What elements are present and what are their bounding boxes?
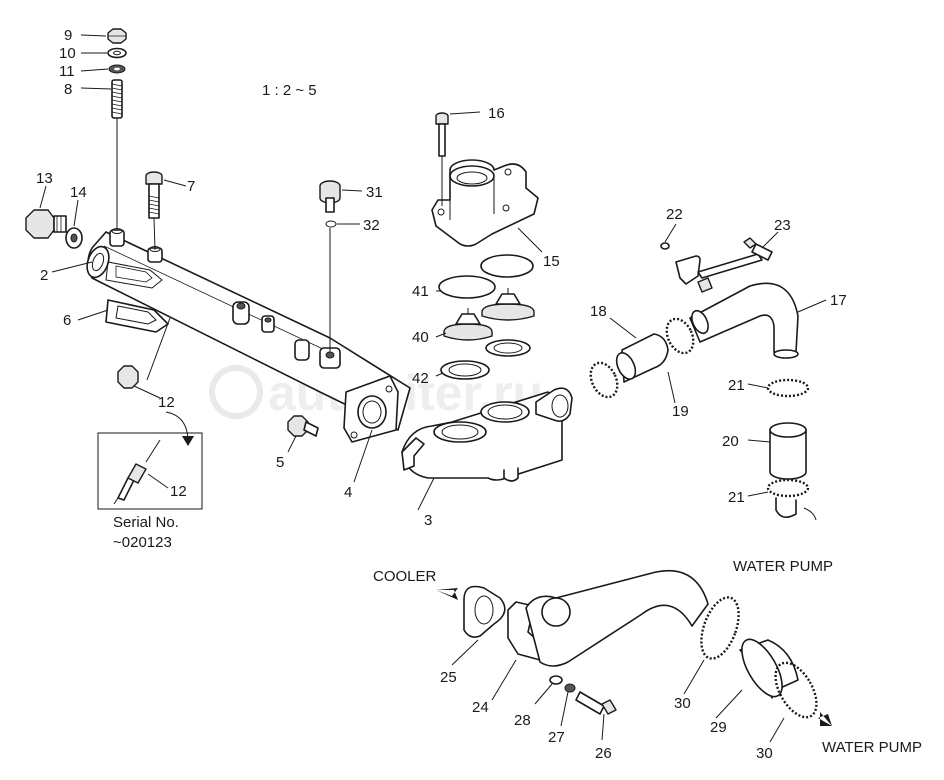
bolt-stack-lower [534, 675, 617, 741]
hose-20-assembly [747, 378, 817, 521]
lower-pipe-assembly [436, 570, 709, 701]
part-number-7: 7 [187, 178, 195, 195]
part-number-30-lower: 30 [756, 745, 773, 762]
serial-label: Serial No. [113, 514, 179, 531]
water-pump-label-upper: WATER PUMP [733, 558, 833, 575]
part-number-9: 9 [64, 27, 72, 44]
water-pump-label-lower: WATER PUMP [822, 739, 922, 756]
part-number-26: 26 [595, 745, 612, 762]
ratio-label: 1 : 2 ~ 5 [262, 82, 317, 99]
part-number-40: 40 [412, 329, 429, 346]
part-number-14: 14 [70, 184, 87, 201]
part-number-12: 12 [158, 394, 175, 411]
bolt-31 [319, 180, 363, 352]
part-number-11: 11 [59, 63, 75, 80]
pipe-17-assembly [660, 223, 827, 359]
stud-bolt-7 [145, 171, 187, 251]
part-number-24: 24 [472, 699, 489, 716]
part-number-12-inset: 12 [170, 483, 187, 500]
cap-nut-12 [117, 365, 161, 399]
part-number-29: 29 [710, 719, 727, 736]
part-number-28: 28 [514, 712, 531, 729]
part-number-15: 15 [543, 253, 560, 270]
part-number-22: 22 [666, 206, 683, 223]
part-number-32: 32 [363, 217, 380, 234]
part-number-41: 41 [412, 283, 429, 300]
part-number-13: 13 [36, 170, 53, 187]
part-number-4: 4 [344, 484, 352, 501]
part-number-21-lower: 21 [728, 489, 745, 506]
part-number-17: 17 [830, 292, 847, 309]
part-number-21-upper: 21 [728, 377, 745, 394]
part-number-3: 3 [424, 512, 432, 529]
serial-number: ~020123 [113, 534, 172, 551]
part-number-42: 42 [412, 370, 429, 387]
hose-18-assembly [589, 317, 695, 404]
bolt-5 [287, 415, 319, 453]
lower-hose-assembly [683, 596, 832, 743]
thermostat-housing [353, 387, 573, 511]
plug-bolt [25, 185, 83, 249]
part-number-23: 23 [774, 217, 791, 234]
part-number-18: 18 [590, 303, 607, 320]
part-number-5: 5 [276, 454, 284, 471]
part-number-31: 31 [366, 184, 383, 201]
stud-stack [80, 28, 127, 236]
cooler-label: COOLER [373, 568, 437, 585]
part-number-6: 6 [63, 312, 71, 329]
part-number-10: 10 [59, 45, 76, 62]
thermostat-set [435, 254, 535, 380]
part-numbers: 9 10 11 8 13 14 7 2 6 31 32 16 15 41 40 … [36, 27, 847, 762]
part-number-19: 19 [672, 403, 689, 420]
part-number-8: 8 [64, 81, 72, 98]
part-number-2: 2 [40, 267, 48, 284]
part-number-27: 27 [548, 729, 565, 746]
inset-box [97, 411, 203, 510]
main-pipe [51, 228, 411, 443]
thermostat-cover [431, 111, 543, 253]
part-number-16: 16 [488, 105, 505, 122]
part-number-30-upper: 30 [674, 695, 691, 712]
part-number-25: 25 [440, 669, 457, 686]
part-number-20: 20 [722, 433, 739, 450]
